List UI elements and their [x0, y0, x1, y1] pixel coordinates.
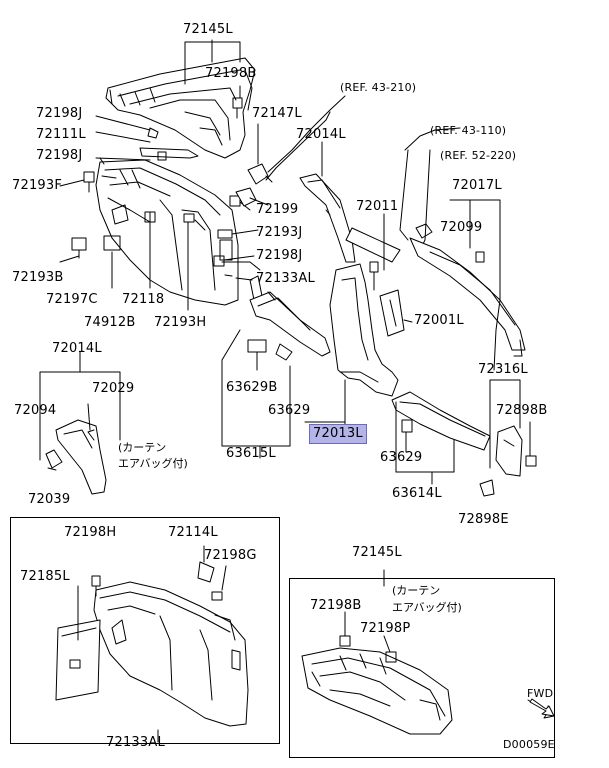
part-label[interactable]: 72198H	[64, 525, 117, 540]
part-label[interactable]: 72198B	[310, 598, 362, 613]
part-label[interactable]: 72198J	[36, 148, 83, 163]
note-label: エアバッグ付)	[392, 601, 462, 614]
part-label[interactable]: 72198P	[360, 621, 411, 636]
quarter-panel-72133AL	[93, 581, 249, 727]
part-label[interactable]: 72133AL	[256, 271, 315, 286]
part-label[interactable]: 72198G	[204, 548, 257, 563]
part-label[interactable]: 72014L	[296, 127, 346, 142]
part-label[interactable]: 72099	[440, 220, 483, 235]
part-label[interactable]: 63629	[380, 450, 423, 465]
quarter-trim-lower-72145L	[301, 647, 453, 735]
part-label[interactable]: 72039	[28, 492, 71, 507]
part-label[interactable]: 72118	[122, 292, 165, 307]
inset-box-left	[10, 517, 280, 744]
direction-label: FWD	[527, 687, 554, 700]
lower-pillar-72014L	[55, 419, 107, 495]
scuff-plate-63614L	[391, 391, 491, 451]
clip-72193B	[71, 237, 87, 259]
part-label[interactable]: 72198J	[256, 248, 303, 263]
note-label: エアバッグ付)	[118, 457, 188, 470]
part-label[interactable]: 72193H	[154, 315, 207, 330]
part-label[interactable]: 72029	[92, 381, 135, 396]
part-label[interactable]: 72111L	[36, 127, 86, 142]
quarter-panel-main	[95, 159, 239, 306]
clip-72198B-bottom	[339, 635, 351, 647]
part-label[interactable]: 72114L	[168, 525, 218, 540]
part-label[interactable]: 63629B	[226, 380, 278, 395]
inset-box-right	[289, 578, 555, 758]
part-label[interactable]: 63615L	[226, 446, 276, 461]
part-label[interactable]: 72898E	[458, 512, 509, 527]
clip-72193F	[83, 171, 95, 193]
part-label[interactable]: 72011	[356, 199, 399, 214]
part-label[interactable]: 63614L	[392, 486, 442, 501]
part-label[interactable]: 72185L	[20, 569, 70, 584]
part-label[interactable]: 74912B	[84, 315, 136, 330]
part-label[interactable]: 72145L	[183, 22, 233, 37]
clip-72114L	[197, 561, 215, 583]
part-label[interactable]: 72133AL	[106, 735, 165, 750]
bracket-72316L	[495, 425, 523, 477]
clip-72898E	[479, 479, 495, 497]
clip-72198P	[385, 651, 397, 663]
part-label[interactable]: 72193F	[12, 178, 63, 193]
clip-72099	[475, 251, 485, 263]
part-label[interactable]: 72014L	[52, 341, 102, 356]
part-label[interactable]: 72198B	[205, 66, 257, 81]
part-label[interactable]: 72316L	[478, 362, 528, 377]
clip-72197C	[103, 235, 121, 251]
clip-72198G	[211, 591, 223, 601]
reference-label[interactable]: (REF. 52-220)	[440, 149, 517, 162]
part-label[interactable]: 72017L	[452, 178, 502, 193]
note-label: (カーテン	[118, 441, 167, 454]
reference-label[interactable]: (REF. 43-110)	[430, 124, 507, 137]
part-label[interactable]: 72193J	[256, 225, 303, 240]
center-pillar-72013L	[329, 263, 399, 397]
part-label[interactable]: 72094	[14, 403, 57, 418]
quarter-trim-upper-72145L	[105, 57, 256, 159]
pillar-72014L	[299, 173, 356, 263]
part-label[interactable]: 72199	[256, 202, 299, 217]
scuff-plate-63615L	[249, 291, 331, 357]
clip-72198H	[91, 575, 101, 597]
part-label[interactable]: 72193B	[12, 270, 64, 285]
part-label[interactable]: 72197C	[46, 292, 98, 307]
highlighted-part-label[interactable]: 72013L	[309, 424, 367, 444]
note-label: (カーテン	[392, 584, 441, 597]
part-label[interactable]: 72898B	[496, 403, 548, 418]
bracket-72001L	[379, 289, 405, 337]
part-label[interactable]: 72001L	[414, 313, 464, 328]
clip-72198B-top	[232, 97, 243, 119]
bracket-72199	[235, 187, 257, 207]
part-label[interactable]: 72198J	[36, 106, 83, 121]
part-label[interactable]: 72147L	[252, 106, 302, 121]
part-label[interactable]: 72145L	[352, 545, 402, 560]
diagram-code: D00059E	[503, 738, 555, 751]
part-label[interactable]: 63629	[268, 403, 311, 418]
curtain-airbag-trim	[409, 237, 526, 351]
clip-72898B	[525, 455, 537, 467]
reference-label[interactable]: (REF. 43-210)	[340, 81, 417, 94]
clip-72193H	[183, 213, 195, 223]
